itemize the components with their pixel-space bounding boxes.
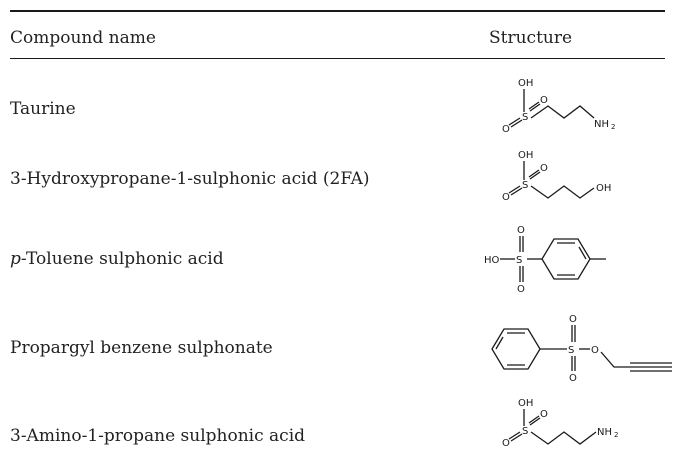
- propargyl-benzene-sulphonate-structure-icon: S O O O: [491, 314, 672, 384]
- svg-text:O: O: [540, 409, 548, 420]
- svg-text:OH: OH: [596, 183, 611, 194]
- svg-text:O: O: [540, 95, 548, 106]
- compound-name-toluene-sulphonic-acid: p-Toluene sulphonic acid: [10, 249, 224, 269]
- svg-text:O: O: [591, 345, 599, 356]
- svg-text:S: S: [522, 180, 528, 191]
- svg-text:O: O: [569, 314, 577, 325]
- svg-text:NH: NH: [597, 427, 612, 438]
- svg-text:O: O: [517, 225, 525, 236]
- svg-text:2: 2: [614, 431, 618, 439]
- svg-text:S: S: [568, 345, 574, 356]
- hydroxypropane-sulphonic-acid-structure-icon: OH S O O OH: [502, 150, 611, 203]
- svg-text:S: S: [522, 426, 528, 437]
- svg-text:O: O: [502, 124, 510, 135]
- svg-text:OH: OH: [518, 78, 533, 89]
- svg-text:O: O: [502, 438, 510, 449]
- svg-text:O: O: [502, 192, 510, 203]
- svg-text:O: O: [569, 373, 577, 384]
- column-header-structure: Structure: [489, 28, 573, 48]
- table-top-rule: [10, 10, 665, 12]
- svg-text:O: O: [517, 284, 525, 295]
- toluene-sulphonic-acid-structure-icon: HO S O O: [484, 225, 606, 295]
- compound-name-propargyl-benzene-sulphonate: Propargyl benzene sulphonate: [10, 338, 273, 358]
- table-header-rule: [10, 58, 665, 59]
- svg-text:2: 2: [611, 123, 615, 131]
- taurine-structure-icon: OH S O O NH 2: [502, 78, 615, 135]
- svg-text:HO: HO: [484, 255, 500, 266]
- compound-name-taurine: Taurine: [10, 99, 76, 119]
- compound-name-hydroxypropane-sulphonic-acid: 3-Hydroxypropane-1-sulphonic acid (2FA): [10, 169, 370, 189]
- svg-text:S: S: [516, 255, 522, 266]
- svg-text:NH: NH: [594, 119, 609, 130]
- compound-name-amino-propane-sulphonic-acid: 3-Amino-1-propane sulphonic acid: [10, 426, 306, 446]
- svg-text:OH: OH: [518, 150, 533, 161]
- column-header-compound-name: Compound name: [10, 28, 156, 48]
- svg-text:OH: OH: [518, 398, 533, 409]
- svg-text:S: S: [522, 112, 528, 123]
- amino-propane-sulphonic-acid-structure-icon: OH S O O NH 2: [502, 398, 618, 449]
- svg-text:O: O: [540, 163, 548, 174]
